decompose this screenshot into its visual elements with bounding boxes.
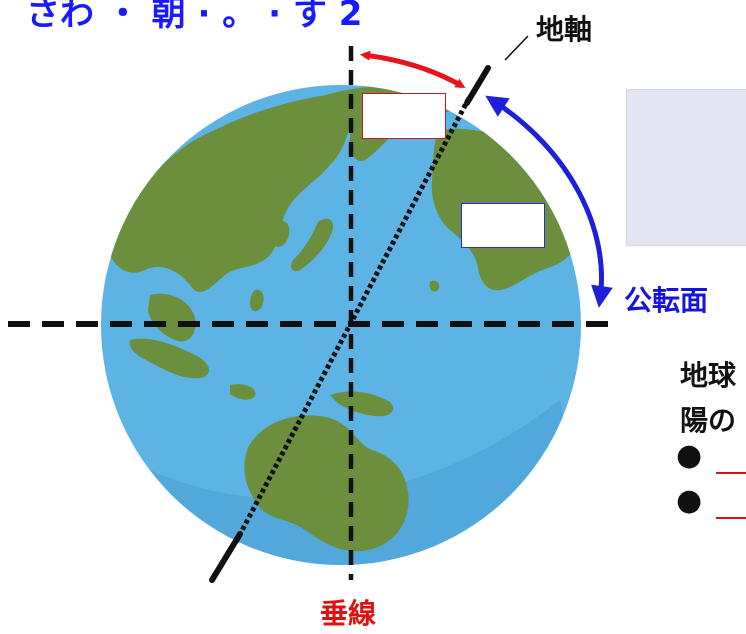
- earth-axis-north-end: [464, 65, 491, 106]
- axis-plane-answer-box[interactable]: [461, 203, 545, 248]
- new-guinea: [330, 391, 394, 417]
- side-panel: [626, 89, 746, 246]
- note-line-1: 地球: [680, 359, 737, 392]
- heading-fragment: さわ ・ 朝 · 。 · す 2: [26, 0, 363, 34]
- indonesia: [129, 338, 210, 379]
- bullet-2: ●: [676, 483, 703, 518]
- pacific-island: [429, 280, 440, 292]
- orbital-plane-label: 公転面: [624, 284, 709, 317]
- philippines: [250, 289, 264, 312]
- earth-axis-south-end: [209, 531, 243, 583]
- tilt-angle-answer-box[interactable]: [362, 93, 446, 139]
- note-line-2: 陽の: [680, 404, 737, 437]
- korea-peninsula: [271, 220, 290, 247]
- timor: [230, 384, 256, 400]
- eurasia-landmass: [110, 94, 355, 292]
- axis-callout-leader: [504, 35, 529, 61]
- southeast-asia: [148, 293, 196, 342]
- axis-plane-angle-arrow: [485, 95, 613, 308]
- blank-1[interactable]: [716, 472, 746, 474]
- vertical-line-label: 垂線: [320, 597, 377, 630]
- earth-axis-label: 地軸: [536, 13, 593, 46]
- tilt-angle-arrow: [360, 50, 466, 89]
- bullet-1: ●: [676, 438, 703, 473]
- blank-2[interactable]: [716, 517, 746, 519]
- japan-island: [290, 218, 334, 272]
